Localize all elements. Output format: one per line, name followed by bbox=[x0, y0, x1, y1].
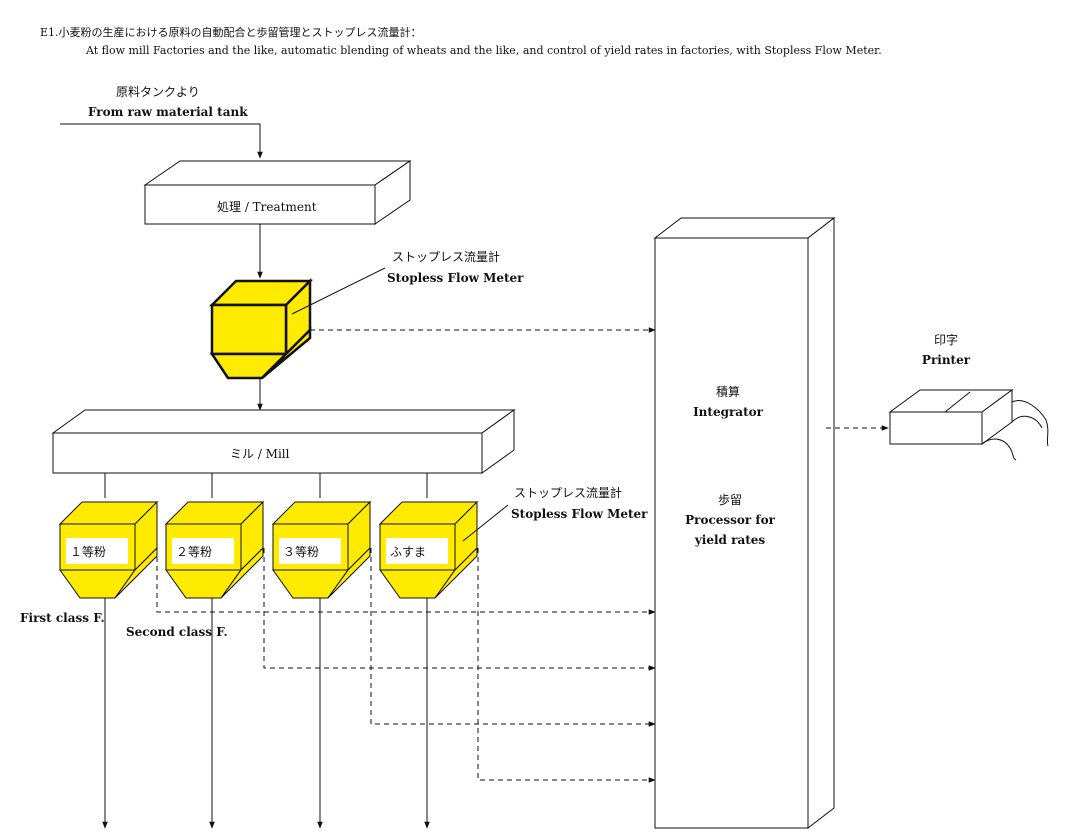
hopper-4: ふすま bbox=[378, 473, 479, 829]
treatment-label: 処理 / Treatment bbox=[217, 200, 317, 214]
output-first-class-label: First class F. bbox=[20, 611, 105, 625]
hopper-2-signal bbox=[263, 548, 656, 671]
hopper-label: ふすま bbox=[390, 545, 426, 559]
hopper-4-signal bbox=[477, 548, 656, 783]
flow-meter-bottom-label-jp: ストップレス流量計 bbox=[514, 485, 622, 500]
hopper-label: ２等粉 bbox=[176, 545, 212, 559]
printer-label-en: Printer bbox=[922, 353, 971, 367]
processor-label-en-2: yield rates bbox=[694, 533, 766, 547]
hopper-3: ３等粉 bbox=[271, 473, 372, 829]
flow-meter-top-label-jp: ストップレス流量計 bbox=[392, 249, 500, 264]
integrator-box bbox=[653, 216, 836, 830]
raw-tank-label-en: From raw material tank bbox=[88, 105, 248, 119]
flow-meter-top-label-en: Stopless Flow Meter bbox=[387, 271, 524, 285]
integrator-label-jp: 積算 bbox=[716, 384, 740, 399]
processor-label-en-1: Processor for bbox=[685, 513, 775, 527]
raw-tank-label-jp: 原料タンクより bbox=[116, 85, 200, 99]
hopper-1: １等粉 bbox=[58, 473, 159, 829]
flow-meter-bottom-leader bbox=[462, 504, 509, 542]
raw-feed-line bbox=[60, 123, 263, 159]
header-title-en: At flow mill Factories and the like, aut… bbox=[85, 44, 882, 57]
printer-label-jp: 印字 bbox=[934, 332, 958, 347]
header-title-jp: E1.小麦粉の生産における原料の自動配合と歩留管理とストップレス流量計： bbox=[40, 25, 422, 39]
processor-label-jp: 歩留 bbox=[718, 492, 742, 507]
integrator-label-en: Integrator bbox=[693, 405, 764, 419]
flow-meter-bottom-label-en: Stopless Flow Meter bbox=[511, 507, 648, 521]
mill-label: ミル / Mill bbox=[230, 447, 290, 461]
hopper-label: １等粉 bbox=[70, 545, 106, 559]
printer-icon bbox=[888, 389, 1049, 461]
output-second-class-label: Second class F. bbox=[126, 625, 228, 639]
flow-meter-top-leader bbox=[291, 267, 386, 315]
treatment-box: 処理 / Treatment bbox=[143, 160, 412, 225]
hopper-1-signal bbox=[156, 548, 656, 615]
hopper-2: ２等粉 bbox=[164, 473, 265, 829]
mill-box: ミル / Mill bbox=[51, 409, 516, 474]
flow-meter-top bbox=[208, 277, 314, 380]
hopper-3-signal bbox=[370, 548, 656, 727]
hopper-label: ３等粉 bbox=[283, 545, 319, 559]
hopper-group: １等粉 ２等粉 ３等粉 ふすま bbox=[58, 473, 479, 829]
